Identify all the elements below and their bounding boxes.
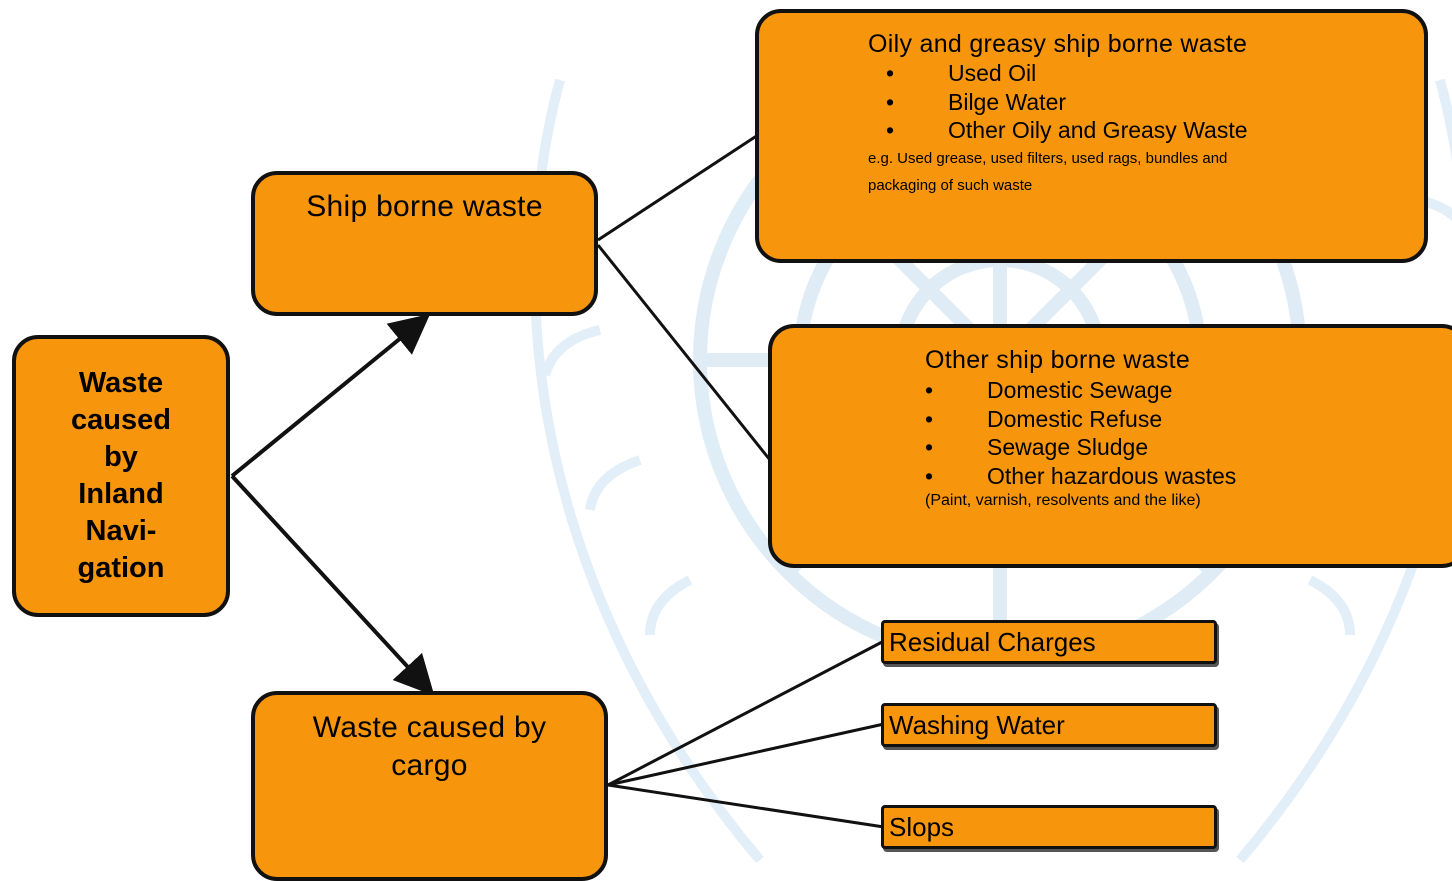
arrow-root-to-ship-borne [230,313,431,478]
bullet-icon: • [925,434,934,460]
bullet-icon: • [886,60,895,86]
bullet-icon: • [925,405,934,432]
line-cargo-to-slops [607,783,885,829]
list-item: • Other hazardous wastes [925,462,1425,491]
list-item: • Bilge Water [886,88,1408,117]
slops-label: Slops [889,812,955,842]
list-item: • Used Oil [886,59,1408,88]
list-item-text: Domestic Sewage [987,377,1173,403]
list-item-text: Other Oily and Greasy Waste [948,117,1248,143]
root-label-line: by [104,441,138,473]
list-item: • Domestic Refuse [925,405,1425,434]
note-line: packaging of such waste [868,176,1033,194]
root-node-waste-inland-navigation: Waste caused by Inland Navi- gation [12,335,230,617]
cargo-waste-label: Waste caused by cargo [255,709,604,785]
list-item-text: Bilge Water [948,88,1067,115]
oily-greasy-title: Oily and greasy ship borne waste [868,30,1248,58]
node-slops: Slops [881,805,1217,849]
root-label-line: Inland [78,478,164,510]
list-item: • Other Oily and Greasy Waste [886,116,1408,145]
cargo-label-line: cargo [391,749,468,782]
list-item: • Domestic Sewage [925,376,1425,405]
line-cargo-to-residual [607,639,885,787]
cargo-label-line: Waste caused by [312,711,547,744]
root-label-line: Waste [78,367,164,399]
bullet-icon: • [925,377,934,403]
washing-water-label: Washing Water [889,710,1065,740]
list-item-text: Domestic Refuse [987,405,1163,432]
oily-greasy-list: • Used Oil • Bilge Water • Other Oily and G… [886,59,1408,145]
node-oily-greasy-waste: Oily and greasy ship borne waste • Used O… [755,9,1428,263]
bullet-icon: • [925,462,934,489]
node-residual-charges: Residual Charges [881,620,1217,664]
root-label-line: Navi- [85,515,157,547]
other-waste-list: • Domestic Sewage • Domestic Refuse • Sewag… [925,376,1425,490]
root-label-line: gation [77,552,165,584]
list-item-text: Used Oil [948,60,1037,86]
other-waste-note: (Paint, varnish, resolvents and the like… [925,492,1201,509]
residual-charges-label: Residual Charges [889,627,1096,657]
bullet-icon: • [886,117,895,143]
arrow-root-to-cargo [230,474,435,696]
list-item-text: Other hazardous wastes [987,462,1237,489]
line-cargo-to-washing [607,722,885,787]
root-label-line: caused [71,404,171,436]
ship-borne-waste-label: Ship borne waste [306,190,543,223]
node-other-ship-borne-waste: Other ship borne waste • Domestic Sewage … [768,324,1452,568]
node-waste-caused-by-cargo: Waste caused by cargo [251,691,608,881]
list-item-text: Sewage Sludge [987,434,1149,460]
line-ship-borne-to-other [596,244,772,461]
oily-greasy-note: e.g. Used grease, used filters, used rag… [868,145,1408,199]
bullet-icon: • [886,88,895,115]
node-washing-water: Washing Water [881,703,1217,747]
note-line: e.g. Used grease, used filters, used rag… [868,149,1228,167]
node-ship-borne-waste: Ship borne waste [251,171,598,316]
other-waste-title: Other ship borne waste [925,346,1191,374]
line-ship-borne-to-oily [597,133,759,242]
list-item: • Sewage Sludge [925,433,1425,462]
root-node-label: Waste caused by Inland Navi- gation [71,365,171,587]
